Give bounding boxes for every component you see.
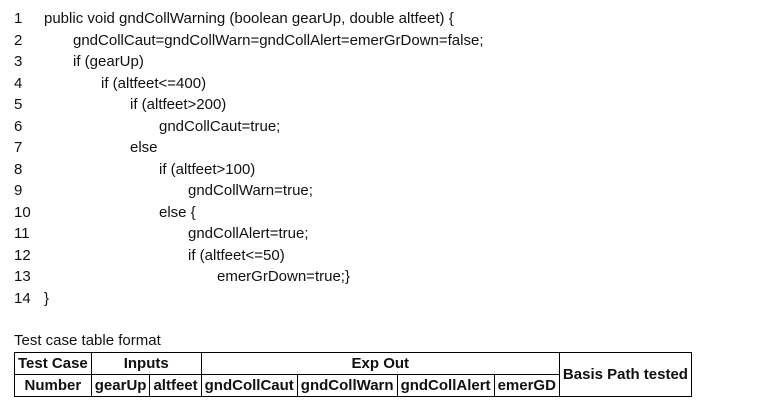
line-number: 3: [14, 53, 23, 70]
code-text: else {: [159, 203, 196, 221]
output-column-header: gndCollAlert: [396, 374, 495, 397]
output-column-header: emerGD: [493, 374, 560, 397]
code-text: if (altfeet<=400): [101, 74, 207, 92]
code-line: 2 gndCollCaut=gndCollWarn=gndCollAlert=e…: [14, 30, 484, 52]
code-line: 9 gndCollWarn=true;: [14, 180, 313, 202]
code-line: 1 public void gndCollWarning (boolean ge…: [14, 8, 454, 30]
code-text: }: [44, 289, 50, 307]
test-case-table: Test Case Inputs Exp Out Basis Path test…: [14, 352, 692, 397]
code-text: public void gndCollWarning (boolean gear…: [44, 10, 454, 27]
code-line: 10 else {: [14, 202, 196, 224]
code-text: gndCollCaut=true;: [159, 117, 281, 135]
line-number: 9: [14, 182, 23, 199]
code-line: 5 if (altfeet>200): [14, 94, 226, 116]
line-number: 6: [14, 117, 23, 135]
number-header: Number: [14, 374, 92, 397]
code-text: gndCollAlert=true;: [188, 225, 309, 242]
inputs-header: Inputs: [90, 352, 202, 375]
code-line: 13 emerGrDown=true;}: [14, 266, 350, 288]
line-number: 4: [14, 74, 23, 92]
code-line: 14 }: [14, 288, 49, 310]
code-text: emerGrDown=true;}: [217, 268, 350, 285]
code-text: gndCollCaut=gndCollWarn=gndCollAlert=eme…: [73, 31, 484, 49]
table-caption: Test case table format: [14, 332, 161, 349]
code-line: 11 gndCollAlert=true;: [14, 223, 308, 245]
code-text: else: [130, 139, 158, 156]
line-number: 8: [14, 160, 23, 178]
code-line: 4 if (altfeet<=400): [14, 73, 206, 95]
code-text: if (altfeet>100): [159, 160, 256, 178]
test-case-header: Test Case: [14, 352, 92, 375]
table-header-row: Test Case Inputs Exp Out Basis Path test…: [14, 352, 692, 397]
line-number: 10: [14, 203, 31, 221]
output-column-header: gndCollCaut: [200, 374, 298, 397]
code-line: 3 if (gearUp): [14, 51, 144, 73]
output-column-header: gndCollWarn: [296, 374, 398, 397]
code-line: 7 else: [14, 137, 158, 159]
code-text: gndCollWarn=true;: [188, 182, 313, 199]
exp-out-header: Exp Out: [200, 352, 560, 375]
code-listing: 1 public void gndCollWarning (boolean ge…: [14, 8, 484, 310]
code-line: 6 gndCollCaut=true;: [14, 116, 280, 138]
input-column-header: gearUp: [90, 374, 151, 397]
line-number: 5: [14, 96, 23, 113]
code-line: 12 if (altfeet<=50): [14, 245, 285, 267]
line-number: 11: [14, 225, 30, 242]
code-text: if (altfeet<=50): [188, 246, 285, 264]
line-number: 1: [14, 10, 23, 27]
line-number: 7: [14, 139, 23, 156]
code-text: if (altfeet>200): [130, 96, 227, 113]
line-number: 13: [14, 268, 31, 285]
code-line: 8 if (altfeet>100): [14, 159, 255, 181]
table-subheader-row: Number gearUp altfeet gndCollCaut gndCol…: [14, 374, 692, 397]
code-text: if (gearUp): [73, 53, 144, 70]
line-number: 14: [14, 289, 31, 307]
input-column-header: altfeet: [149, 374, 202, 397]
line-number: 12: [14, 246, 31, 264]
basis-path-header: Basis Path tested: [558, 352, 692, 397]
line-number: 2: [14, 31, 23, 49]
